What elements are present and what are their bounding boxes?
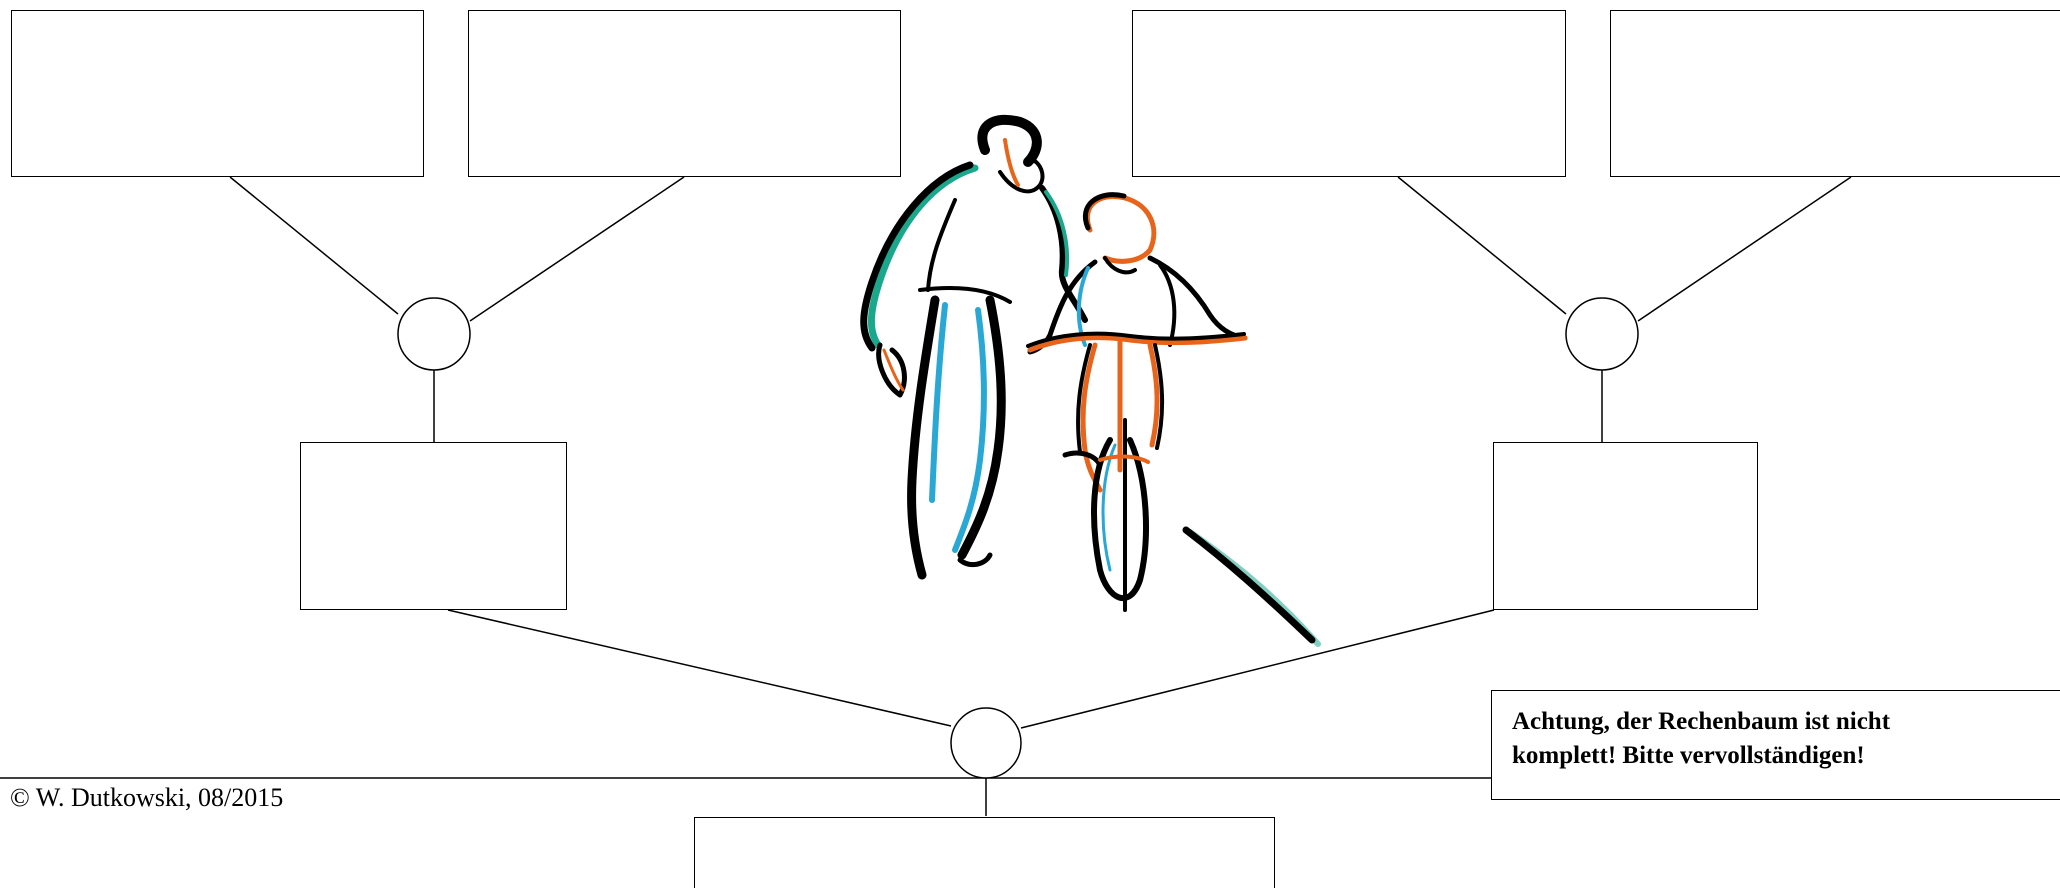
incomplete-tree-note: Achtung, der Rechenbaum ist nicht komple…	[1491, 690, 2060, 800]
operator-circle	[1566, 298, 1638, 370]
connector-line	[1021, 610, 1494, 728]
final-result-box[interactable]	[694, 817, 1275, 888]
connector-line	[470, 177, 684, 321]
answer-box-top-4[interactable]	[1610, 10, 2060, 177]
connector-line	[448, 610, 951, 726]
operator-circle	[951, 708, 1021, 778]
note-line-2: komplett! Bitte vervollständigen!	[1512, 739, 2040, 773]
result-box-right[interactable]	[1493, 442, 1758, 610]
bicycle-lesson-illustration	[864, 120, 1318, 644]
connector-line	[230, 177, 398, 314]
answer-box-top-2[interactable]	[468, 10, 901, 177]
connector-line	[1638, 177, 1851, 321]
note-line-1: Achtung, der Rechenbaum ist nicht	[1512, 705, 2040, 739]
result-box-left[interactable]	[300, 442, 567, 610]
connector-line	[1398, 177, 1566, 314]
operator-circle	[398, 298, 470, 370]
copyright-text: © W. Dutkowski, 08/2015	[10, 783, 283, 813]
answer-box-top-3[interactable]	[1132, 10, 1566, 177]
answer-box-top-1[interactable]	[11, 10, 424, 177]
